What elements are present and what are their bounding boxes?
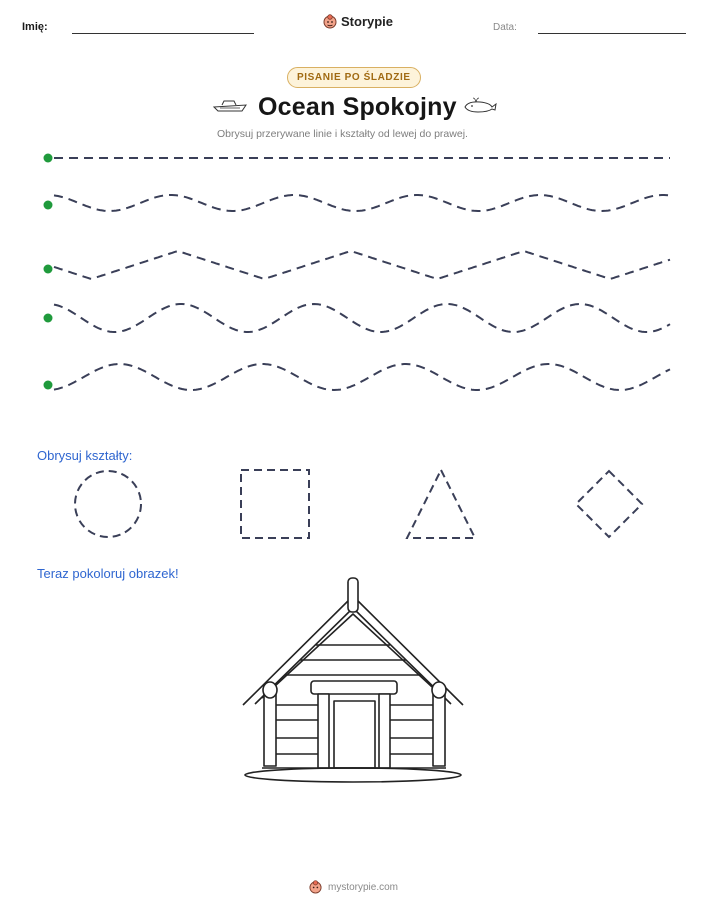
coloring-heading: Teraz pokoloruj obrazek!	[37, 566, 179, 581]
footer-url: mystorypie.com	[328, 881, 399, 893]
name-write-line[interactable]	[72, 33, 254, 34]
trace-line-wave[interactable]	[53, 302, 671, 333]
trace-circle	[74, 470, 142, 538]
instructions: Obrysuj przerywane linie i kształty od l…	[217, 128, 468, 140]
trace-line-zigzag[interactable]	[53, 250, 671, 280]
start-dot	[43, 264, 53, 274]
brand-name: Storypie	[341, 14, 394, 29]
whale-icon	[462, 97, 498, 115]
boat-icon	[212, 98, 248, 114]
footer: mystorypie.com	[309, 880, 398, 894]
house-coloring-picture[interactable]	[236, 574, 468, 786]
brand: Storypie	[323, 14, 393, 29]
name-label: Imię:	[22, 21, 48, 33]
tracing-area[interactable]	[0, 140, 709, 400]
start-dot	[43, 200, 53, 210]
trace-line-gentle-wave[interactable]	[53, 194, 671, 212]
storypie-footer-icon	[309, 880, 322, 894]
shapes-row[interactable]	[60, 465, 660, 550]
trace-line-deep-wave[interactable]	[53, 363, 671, 392]
activity-badge: PISANIE PO ŚLADZIE	[287, 67, 421, 88]
start-dot	[43, 153, 53, 163]
start-dot	[43, 313, 53, 323]
start-dot	[43, 380, 53, 390]
storypie-logo-icon	[323, 14, 337, 29]
date-label: Data:	[493, 22, 517, 33]
date-write-line[interactable]	[538, 33, 686, 34]
shapes-heading: Obrysuj kształty:	[37, 448, 133, 463]
trace-square	[240, 469, 310, 539]
trace-diamond	[574, 469, 644, 539]
trace-triangle	[405, 467, 477, 539]
page-title: Ocean Spokojny	[258, 93, 457, 121]
